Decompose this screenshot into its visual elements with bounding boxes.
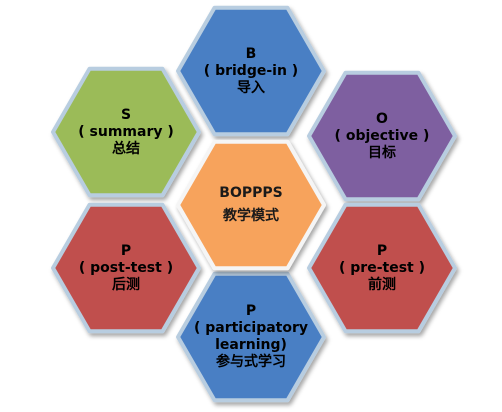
- hexagon-p-learn: [176, 271, 326, 403]
- hexagon-o: [307, 70, 457, 202]
- hexagon-p-post: [51, 202, 201, 334]
- hexagon-p-pre: [307, 202, 457, 334]
- hexagon-b: [176, 5, 326, 137]
- hexagon-center: [176, 139, 326, 271]
- hexagon-s: [51, 66, 201, 198]
